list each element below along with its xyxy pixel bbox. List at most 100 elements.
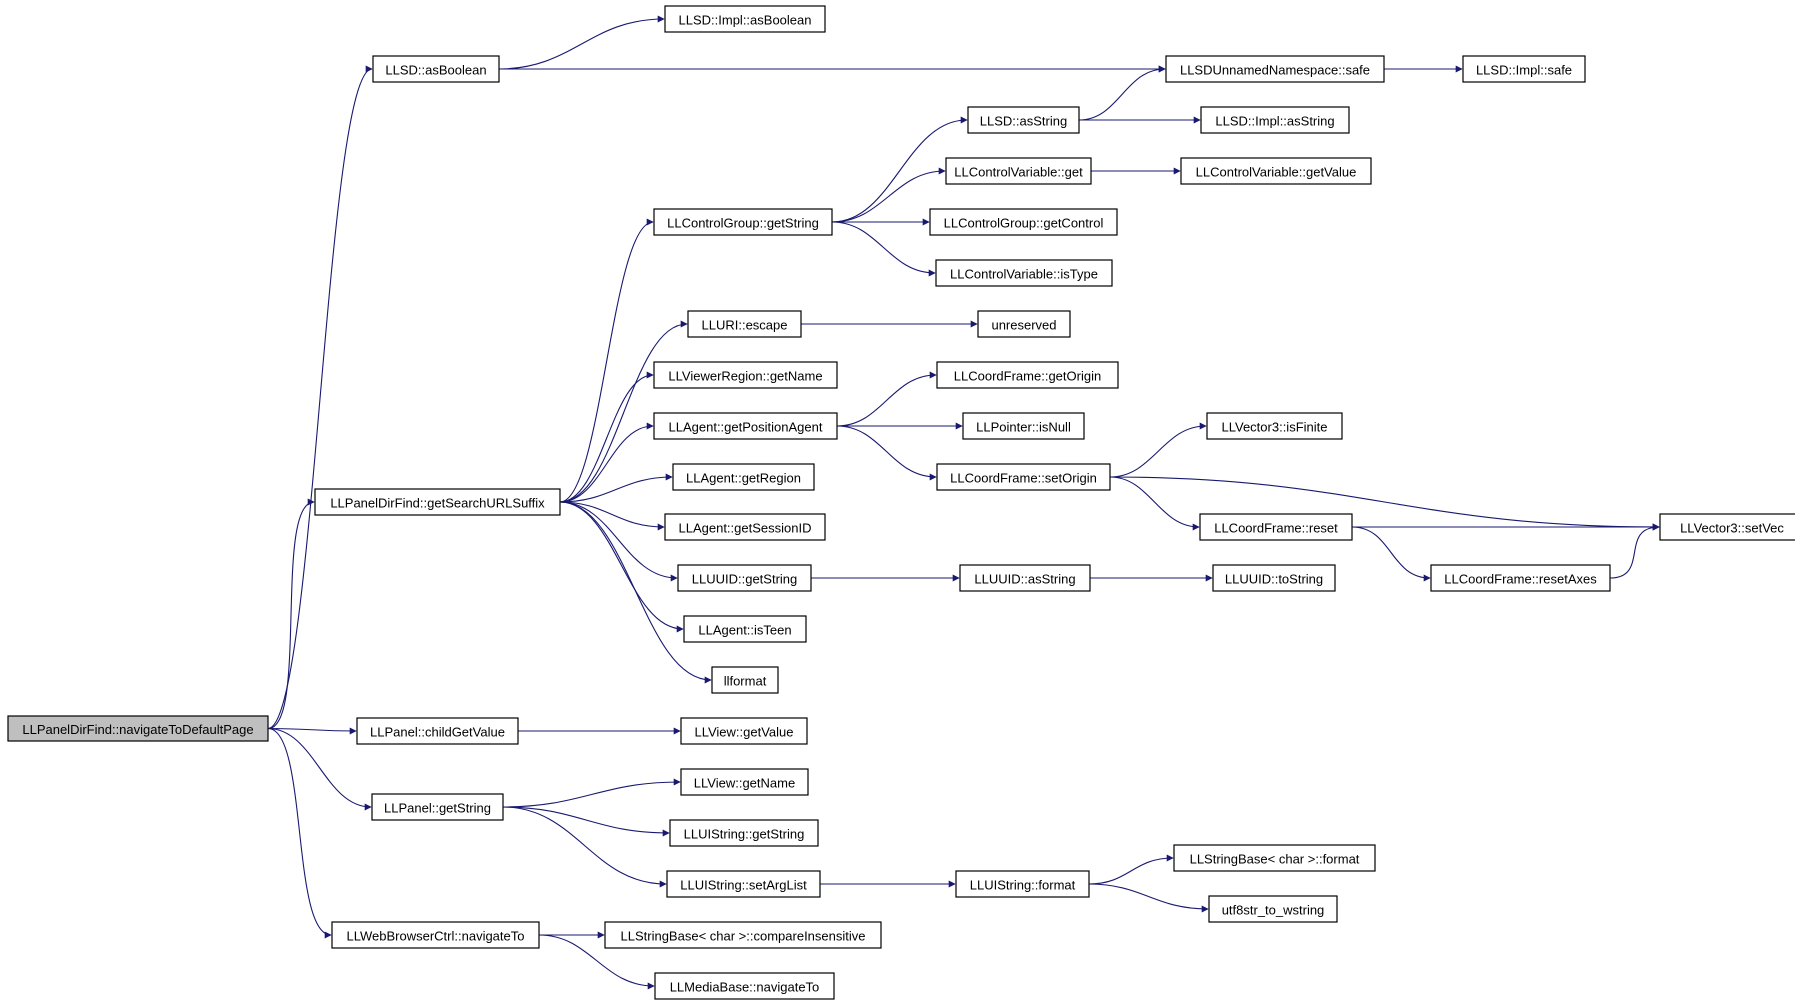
node-llview-getname[interactable]: LLView::getName xyxy=(680,768,809,796)
node-box xyxy=(1212,564,1336,592)
node-llformat[interactable]: llformat xyxy=(711,666,779,694)
edge-llpanel-getstring-to-lluistring-setarglist xyxy=(502,806,667,888)
node-lluistring-format[interactable]: LLUIString::format xyxy=(955,870,1090,898)
node-box xyxy=(372,55,500,83)
edge-llagent-getpositionagent-to-llcoordframe-setorigin xyxy=(836,425,937,481)
edge-llpaneldirfind-navigatetodefaultpage-to-llpaneldirfind-getsearchurlsuffix xyxy=(267,498,315,730)
edge-llcoordframe-setorigin-to-llcoordframe-reset xyxy=(1109,476,1200,531)
node-label: LLWebBrowserCtrl::navigateTo xyxy=(347,929,525,944)
node-llagent-isteen[interactable]: LLAgent::isTeen xyxy=(683,615,807,643)
node-llviewerregion-getname[interactable]: LLViewerRegion::getName xyxy=(653,361,838,389)
node-llsd-impl-asboolean[interactable]: LLSD::Impl::asBoolean xyxy=(664,5,826,33)
node-label: LLAgent::getSessionID xyxy=(679,521,812,536)
node-llmediabase-navigateto[interactable]: LLMediaBase::navigateTo xyxy=(654,972,835,1000)
node-box xyxy=(1462,55,1586,83)
node-box xyxy=(677,564,812,592)
node-llsd-impl-safe[interactable]: LLSD::Impl::safe xyxy=(1462,55,1586,83)
node-llwebbrowserctrl-navigateto[interactable]: LLWebBrowserCtrl::navigateTo xyxy=(331,921,540,949)
node-label: LLControlVariable::get xyxy=(954,165,1083,180)
function-nodes: LLPanelDirFind::navigateToDefaultPageLLS… xyxy=(7,5,1795,1000)
node-llpaneldirfind-navigatetodefaultpage[interactable]: LLPanelDirFind::navigateToDefaultPage xyxy=(7,715,269,742)
node-label: LLPanelDirFind::getSearchURLSuffix xyxy=(330,496,545,511)
node-label: LLSDUnnamedNamespace::safe xyxy=(1180,63,1370,78)
edge-llcontrolgroup-getstring-to-llsd-asstring xyxy=(831,116,968,223)
node-box xyxy=(1199,513,1353,541)
node-llsd-asstring[interactable]: LLSD::asString xyxy=(967,106,1080,134)
node-label: LLUIString::getString xyxy=(684,827,805,842)
node-label: LLView::getValue xyxy=(694,725,793,740)
edge-llpaneldirfind-getsearchurlsuffix-to-llagent-getsessionid xyxy=(559,501,665,531)
node-box xyxy=(1200,106,1350,134)
node-llcontrolvariable-getvalue[interactable]: LLControlVariable::getValue xyxy=(1180,157,1372,185)
node-lluuid-tostring[interactable]: LLUUID::toString xyxy=(1212,564,1336,592)
node-lluuid-asstring[interactable]: LLUUID::asString xyxy=(959,564,1091,592)
node-box xyxy=(967,106,1080,134)
node-llagent-getpositionagent[interactable]: LLAgent::getPositionAgent xyxy=(653,412,838,440)
edge-llagent-getpositionagent-to-llcoordframe-getorigin xyxy=(836,371,937,427)
node-lluistring-getstring[interactable]: LLUIString::getString xyxy=(669,819,819,847)
node-label: LLPanel::childGetValue xyxy=(370,725,505,740)
node-llpanel-childgetvalue[interactable]: LLPanel::childGetValue xyxy=(356,717,519,745)
node-box xyxy=(680,717,808,745)
node-llstringbase-char-format[interactable]: LLStringBase< char >::format xyxy=(1173,844,1376,872)
node-label: utf8str_to_wstring xyxy=(1222,903,1325,918)
node-llagent-getregion[interactable]: LLAgent::getRegion xyxy=(672,463,815,491)
node-box xyxy=(331,921,540,949)
node-label: LLSD::Impl::asString xyxy=(1215,114,1334,129)
node-label: LLViewerRegion::getName xyxy=(668,369,822,384)
edge-llpaneldirfind-getsearchurlsuffix-to-llformat xyxy=(559,501,712,684)
node-label: unreserved xyxy=(991,318,1056,333)
node-llsdunnamednamespace-safe[interactable]: LLSDUnnamedNamespace::safe xyxy=(1165,55,1385,83)
node-label: LLSD::asBoolean xyxy=(385,63,486,78)
node-utf8str-to-wstring[interactable]: utf8str_to_wstring xyxy=(1208,895,1338,923)
node-lluuid-getstring[interactable]: LLUUID::getString xyxy=(677,564,812,592)
node-label: LLControlGroup::getControl xyxy=(944,216,1104,231)
node-label: LLCoordFrame::setOrigin xyxy=(950,471,1097,486)
node-label: LLUUID::getString xyxy=(692,572,798,587)
node-llsd-impl-asstring[interactable]: LLSD::Impl::asString xyxy=(1200,106,1350,134)
node-label: LLMediaBase::navigateTo xyxy=(670,980,820,995)
node-label: LLAgent::isTeen xyxy=(698,623,791,638)
node-llcontrolgroup-getstring[interactable]: LLControlGroup::getString xyxy=(653,208,833,236)
node-llvector3-isfinite[interactable]: LLVector3::isFinite xyxy=(1206,412,1343,440)
node-box xyxy=(936,361,1119,389)
node-llvector3-setvec[interactable]: LLVector3::setVec xyxy=(1659,513,1795,541)
node-box xyxy=(664,513,826,541)
node-llcoordframe-setorigin[interactable]: LLCoordFrame::setOrigin xyxy=(936,463,1111,491)
node-box xyxy=(977,310,1071,338)
node-llsd-asboolean[interactable]: LLSD::asBoolean xyxy=(372,55,500,83)
node-llcoordframe-getorigin[interactable]: LLCoordFrame::getOrigin xyxy=(936,361,1119,389)
node-label: llformat xyxy=(724,674,767,689)
node-llview-getvalue[interactable]: LLView::getValue xyxy=(680,717,808,745)
node-box xyxy=(672,463,815,491)
node-box xyxy=(945,157,1092,185)
node-llcontrolvariable-istype[interactable]: LLControlVariable::isType xyxy=(935,259,1113,287)
node-box xyxy=(653,208,833,236)
node-llcoordframe-reset[interactable]: LLCoordFrame::reset xyxy=(1199,513,1353,541)
node-label: LLUUID::toString xyxy=(1225,572,1323,587)
edge-llcoordframe-setorigin-to-llvector3-setvec xyxy=(1109,476,1660,531)
node-llstringbase-char-compareinsensitive[interactable]: LLStringBase< char >::compareInsensitive xyxy=(604,921,882,949)
node-llpaneldirfind-getsearchurlsuffix[interactable]: LLPanelDirFind::getSearchURLSuffix xyxy=(314,488,561,516)
node-llcontrolgroup-getcontrol[interactable]: LLControlGroup::getControl xyxy=(929,208,1118,236)
edge-lluistring-format-to-utf8str-to-wstring xyxy=(1088,883,1209,913)
node-label: LLVector3::setVec xyxy=(1680,521,1784,536)
node-label: LLAgent::getRegion xyxy=(686,471,801,486)
node-label: LLCoordFrame::resetAxes xyxy=(1444,572,1597,587)
node-llcoordframe-resetaxes[interactable]: LLCoordFrame::resetAxes xyxy=(1430,564,1611,592)
node-box xyxy=(962,412,1085,440)
node-unreserved[interactable]: unreserved xyxy=(977,310,1071,338)
edge-llsd-asstring-to-llsdunnamednamespace-safe xyxy=(1078,65,1166,121)
node-llpanel-getstring[interactable]: LLPanel::getString xyxy=(371,793,504,821)
edge-llpaneldirfind-navigatetodefaultpage-to-llsd-asboolean xyxy=(267,65,373,730)
node-box xyxy=(1206,412,1343,440)
node-lluri-escape[interactable]: LLURI::escape xyxy=(687,310,802,338)
node-label: LLSD::Impl::safe xyxy=(1476,63,1572,78)
node-llpointer-isnull[interactable]: LLPointer::isNull xyxy=(962,412,1085,440)
node-llagent-getsessionid[interactable]: LLAgent::getSessionID xyxy=(664,513,826,541)
node-box xyxy=(1165,55,1385,83)
edge-llpaneldirfind-getsearchurlsuffix-to-llviewerregion-getname xyxy=(559,371,654,503)
node-lluistring-setarglist[interactable]: LLUIString::setArgList xyxy=(666,870,821,898)
node-box xyxy=(680,768,809,796)
node-llcontrolvariable-get[interactable]: LLControlVariable::get xyxy=(945,157,1092,185)
